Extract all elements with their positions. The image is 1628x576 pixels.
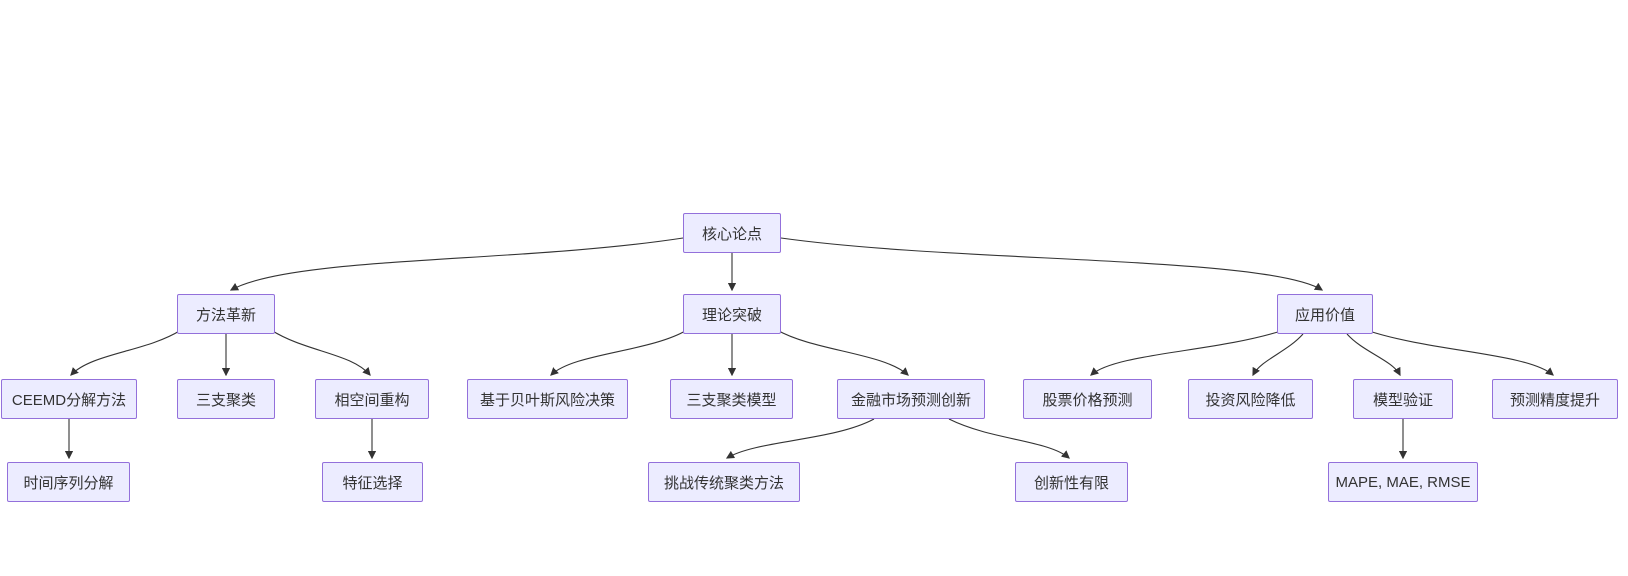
node-financial-market-forecast-innovation: 金融市场预测创新 <box>837 379 985 419</box>
edge-theory-to-bayesian-risk <box>550 329 688 376</box>
edge-application-to-stock-price-prediction <box>1090 330 1282 376</box>
node-challenge-traditional-clustering: 挑战传统聚类方法 <box>648 462 800 502</box>
node-method-innovation: 方法革新 <box>177 294 275 334</box>
node-limited-innovation: 创新性有限 <box>1015 462 1128 502</box>
node-three-way-clustering: 三支聚类 <box>177 379 275 419</box>
edge-application-to-prediction-accuracy <box>1368 330 1554 376</box>
edge-core-to-method <box>229 237 684 291</box>
node-phase-space-reconstruction: 相空间重构 <box>315 379 429 419</box>
node-core-thesis: 核心论点 <box>683 213 781 253</box>
node-theoretical-breakthrough: 理论突破 <box>683 294 781 334</box>
edge-method-to-ceemd <box>70 329 182 376</box>
edge-theory-to-financial-forecast-innovation <box>776 329 909 376</box>
edge-method-to-phase-space <box>270 329 371 376</box>
node-three-way-clustering-model: 三支聚类模型 <box>670 379 793 419</box>
node-model-validation: 模型验证 <box>1353 379 1453 419</box>
edge-core-to-application <box>780 237 1324 291</box>
node-prediction-accuracy-improvement: 预测精度提升 <box>1492 379 1618 419</box>
edge-application-to-investment-risk-reduction <box>1252 333 1304 377</box>
node-time-series-decomposition: 时间序列分解 <box>7 462 130 502</box>
node-ceemd-decomposition: CEEMD分解方法 <box>1 379 137 419</box>
edge-financial-to-limited-innovation <box>948 418 1070 459</box>
node-feature-selection: 特征选择 <box>322 462 423 502</box>
edge-application-to-model-validation <box>1346 333 1401 377</box>
node-application-value: 应用价值 <box>1277 294 1373 334</box>
edge-financial-to-challenge-traditional <box>725 418 875 459</box>
node-stock-price-prediction: 股票价格预测 <box>1023 379 1152 419</box>
node-bayesian-risk-decision: 基于贝叶斯风险决策 <box>467 379 628 419</box>
node-investment-risk-reduction: 投资风险降低 <box>1188 379 1313 419</box>
node-evaluation-metrics: MAPE, MAE, RMSE <box>1328 462 1478 502</box>
